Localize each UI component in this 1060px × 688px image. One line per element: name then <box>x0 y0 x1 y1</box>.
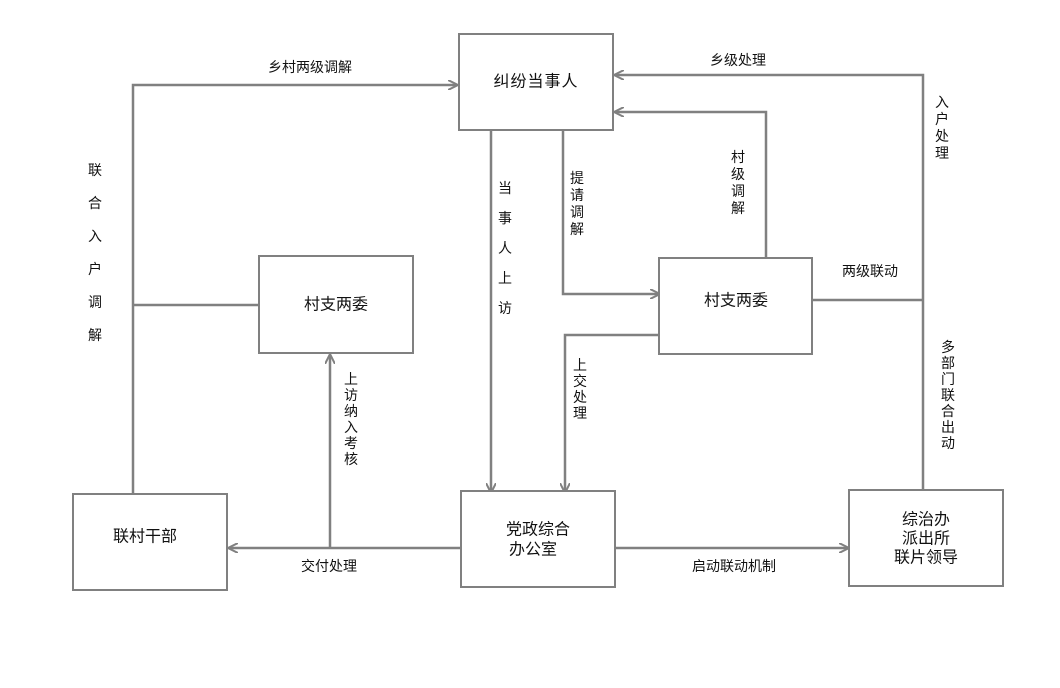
edge-escalate <box>565 333 659 492</box>
edge-request-mediation <box>561 131 659 294</box>
label-two-level-linkage: 两级联动 <box>842 264 898 280</box>
node-disputant-label: 纠纷当事人 <box>493 72 578 91</box>
label-household-handling: 入户处理 <box>935 95 949 162</box>
label-township-handling: 乡级处理 <box>710 53 766 69</box>
node-party-office: 党政综合 办公室 <box>460 490 616 588</box>
node-village-cadres-label: 联村干部 <box>113 527 177 546</box>
edge-village-mediation <box>615 112 768 257</box>
node-village-committees-right-label: 村支两委 <box>704 291 768 310</box>
label-start-linkage: 启动联动机制 <box>692 559 776 575</box>
label-request-mediation: 提请调解 <box>570 171 584 238</box>
node-village-committees-left: 村支两委 <box>258 255 414 354</box>
label-joint-household-mediation: 联合入户调解 <box>88 163 102 344</box>
node-party-office-line1: 党政综合 <box>506 520 570 539</box>
node-security-office-line1: 综治办 <box>902 510 950 529</box>
edge-township-handling <box>615 75 925 489</box>
node-security-office-line3: 联片领导 <box>894 548 958 567</box>
node-village-cadres: 联村干部 <box>72 493 228 591</box>
label-assign-handling: 交付处理 <box>301 558 357 575</box>
node-security-office: 综治办 派出所 联片领导 <box>848 489 1004 587</box>
node-disputant: 纠纷当事人 <box>458 33 614 131</box>
label-two-level-mediation: 乡村两级调解 <box>268 60 352 76</box>
label-disputant-petition: 当事人上访 <box>498 181 512 317</box>
node-village-committees-left-label: 村支两委 <box>304 295 368 314</box>
label-petition-assessment: 上访纳入考核 <box>344 372 358 468</box>
label-village-mediation: 村级调解 <box>731 150 745 217</box>
label-multi-department: 多部门联合出动 <box>941 339 955 452</box>
node-party-office-line2: 办公室 <box>509 540 557 559</box>
edge-cadres-to-disputant <box>131 85 457 493</box>
label-escalate-handling: 上交处理 <box>573 358 587 422</box>
node-security-office-line2: 派出所 <box>902 529 950 548</box>
node-village-committees-right: 村支两委 <box>658 257 813 355</box>
